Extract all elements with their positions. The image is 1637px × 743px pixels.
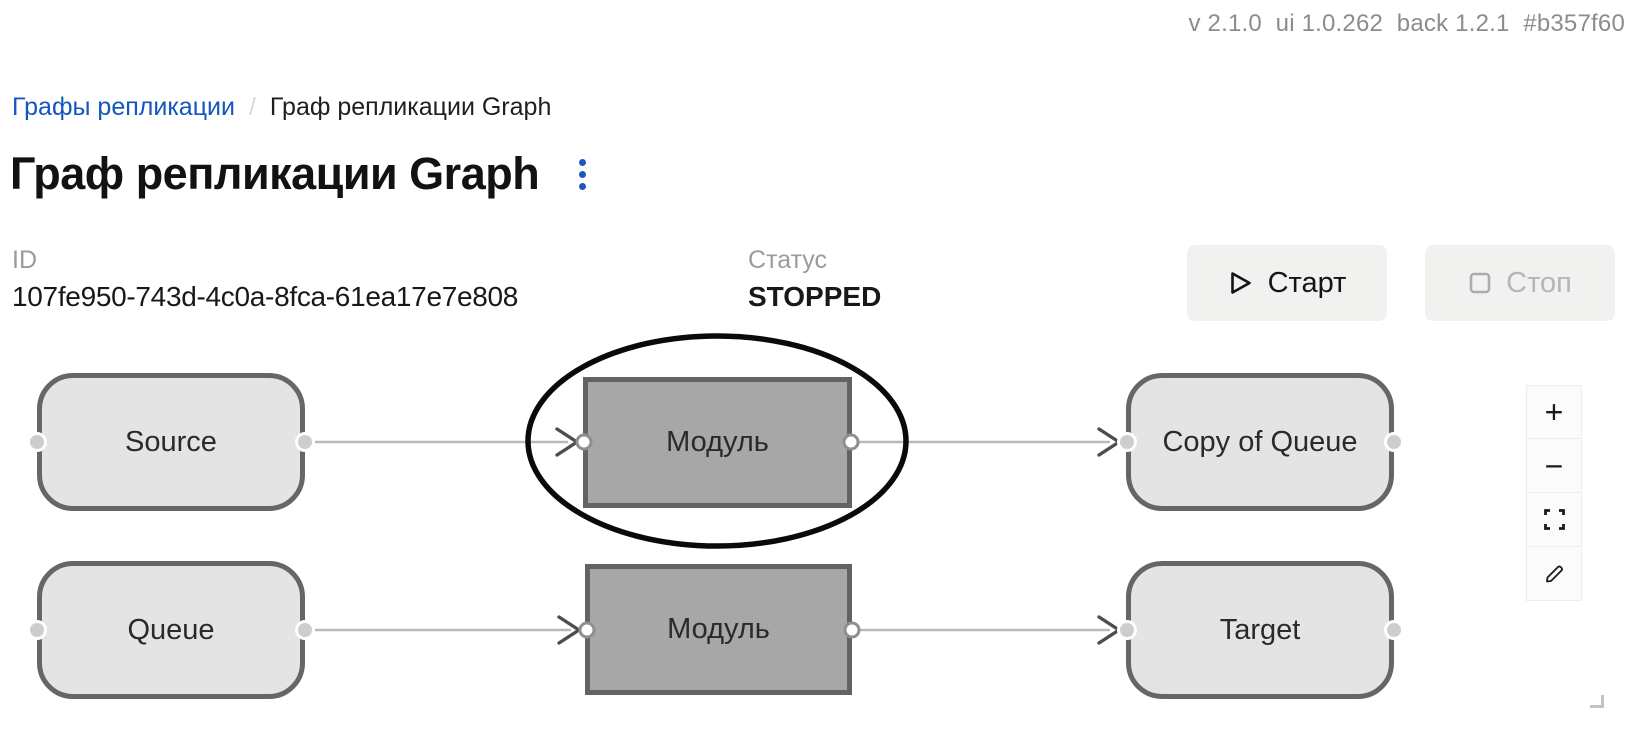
node-label: Модуль bbox=[666, 426, 769, 458]
port[interactable] bbox=[1117, 432, 1137, 452]
fit-view-button[interactable] bbox=[1526, 493, 1582, 547]
arrowhead-icon bbox=[1097, 615, 1121, 645]
graph-node-copy-of-queue[interactable]: Copy of Queue bbox=[1126, 373, 1394, 511]
port[interactable] bbox=[843, 621, 861, 639]
graph-id-field: ID 107fe950-743d-4c0a-8fca-61ea17e7e808 bbox=[12, 246, 518, 313]
node-label: Queue bbox=[127, 613, 215, 646]
port[interactable] bbox=[27, 620, 47, 640]
graph-node-module-2[interactable]: Модуль bbox=[585, 564, 852, 695]
status-value: STOPPED bbox=[748, 281, 882, 312]
breadcrumb-current: Граф репликации Graph bbox=[269, 93, 552, 121]
zoom-in-button[interactable]: + bbox=[1526, 385, 1582, 439]
port[interactable] bbox=[295, 432, 315, 452]
breadcrumb-separator: / bbox=[248, 93, 256, 121]
arrowhead-icon bbox=[1097, 427, 1121, 457]
stop-button[interactable]: Стоп bbox=[1425, 245, 1615, 321]
id-value: 107fe950-743d-4c0a-8fca-61ea17e7e808 bbox=[12, 281, 519, 312]
port[interactable] bbox=[575, 433, 593, 451]
canvas-corner-mark bbox=[1590, 695, 1604, 708]
arrowhead-icon bbox=[555, 427, 579, 457]
edit-button[interactable] bbox=[1526, 547, 1582, 601]
stop-square-icon bbox=[1469, 272, 1491, 294]
port[interactable] bbox=[1384, 432, 1404, 452]
start-button-label: Старт bbox=[1267, 266, 1347, 299]
version-info: v 2.1.0 ui 1.0.262 back 1.2.1 #b357f60 bbox=[1188, 10, 1625, 37]
node-label: Source bbox=[125, 425, 217, 458]
port[interactable] bbox=[578, 621, 596, 639]
port[interactable] bbox=[1117, 620, 1137, 640]
plus-icon: + bbox=[1544, 394, 1564, 430]
stop-button-label: Стоп bbox=[1506, 266, 1572, 299]
canvas-toolbar: + − bbox=[1526, 385, 1582, 601]
status-label: Статус bbox=[748, 246, 828, 274]
start-button[interactable]: Старт bbox=[1187, 245, 1387, 321]
graph-node-source[interactable]: Source bbox=[37, 373, 305, 511]
node-label: Модуль bbox=[667, 613, 770, 645]
node-label: Target bbox=[1219, 613, 1301, 646]
minus-icon: − bbox=[1544, 447, 1564, 484]
node-label: Copy of Queue bbox=[1162, 425, 1358, 458]
arrowhead-icon bbox=[557, 615, 581, 645]
graph-node-target[interactable]: Target bbox=[1126, 561, 1394, 699]
port[interactable] bbox=[295, 620, 315, 640]
fit-view-icon bbox=[1543, 509, 1565, 530]
zoom-out-button[interactable]: − bbox=[1526, 439, 1582, 493]
page-title: Граф репликации Graph bbox=[10, 148, 540, 199]
breadcrumb: Графы репликации / Граф репликации Graph bbox=[12, 93, 551, 122]
play-icon bbox=[1230, 272, 1251, 294]
port[interactable] bbox=[27, 432, 47, 452]
graph-node-module-1[interactable]: Модуль bbox=[583, 377, 852, 508]
graph-node-queue[interactable]: Queue bbox=[37, 561, 305, 699]
graph-status-field: Статус STOPPED bbox=[748, 246, 881, 313]
kebab-menu-icon[interactable] bbox=[573, 155, 592, 194]
breadcrumb-link-replication-graphs[interactable]: Графы репликации bbox=[12, 93, 235, 121]
pencil-icon bbox=[1545, 565, 1563, 583]
id-label: ID bbox=[12, 246, 37, 274]
port[interactable] bbox=[842, 433, 860, 451]
port[interactable] bbox=[1384, 620, 1404, 640]
